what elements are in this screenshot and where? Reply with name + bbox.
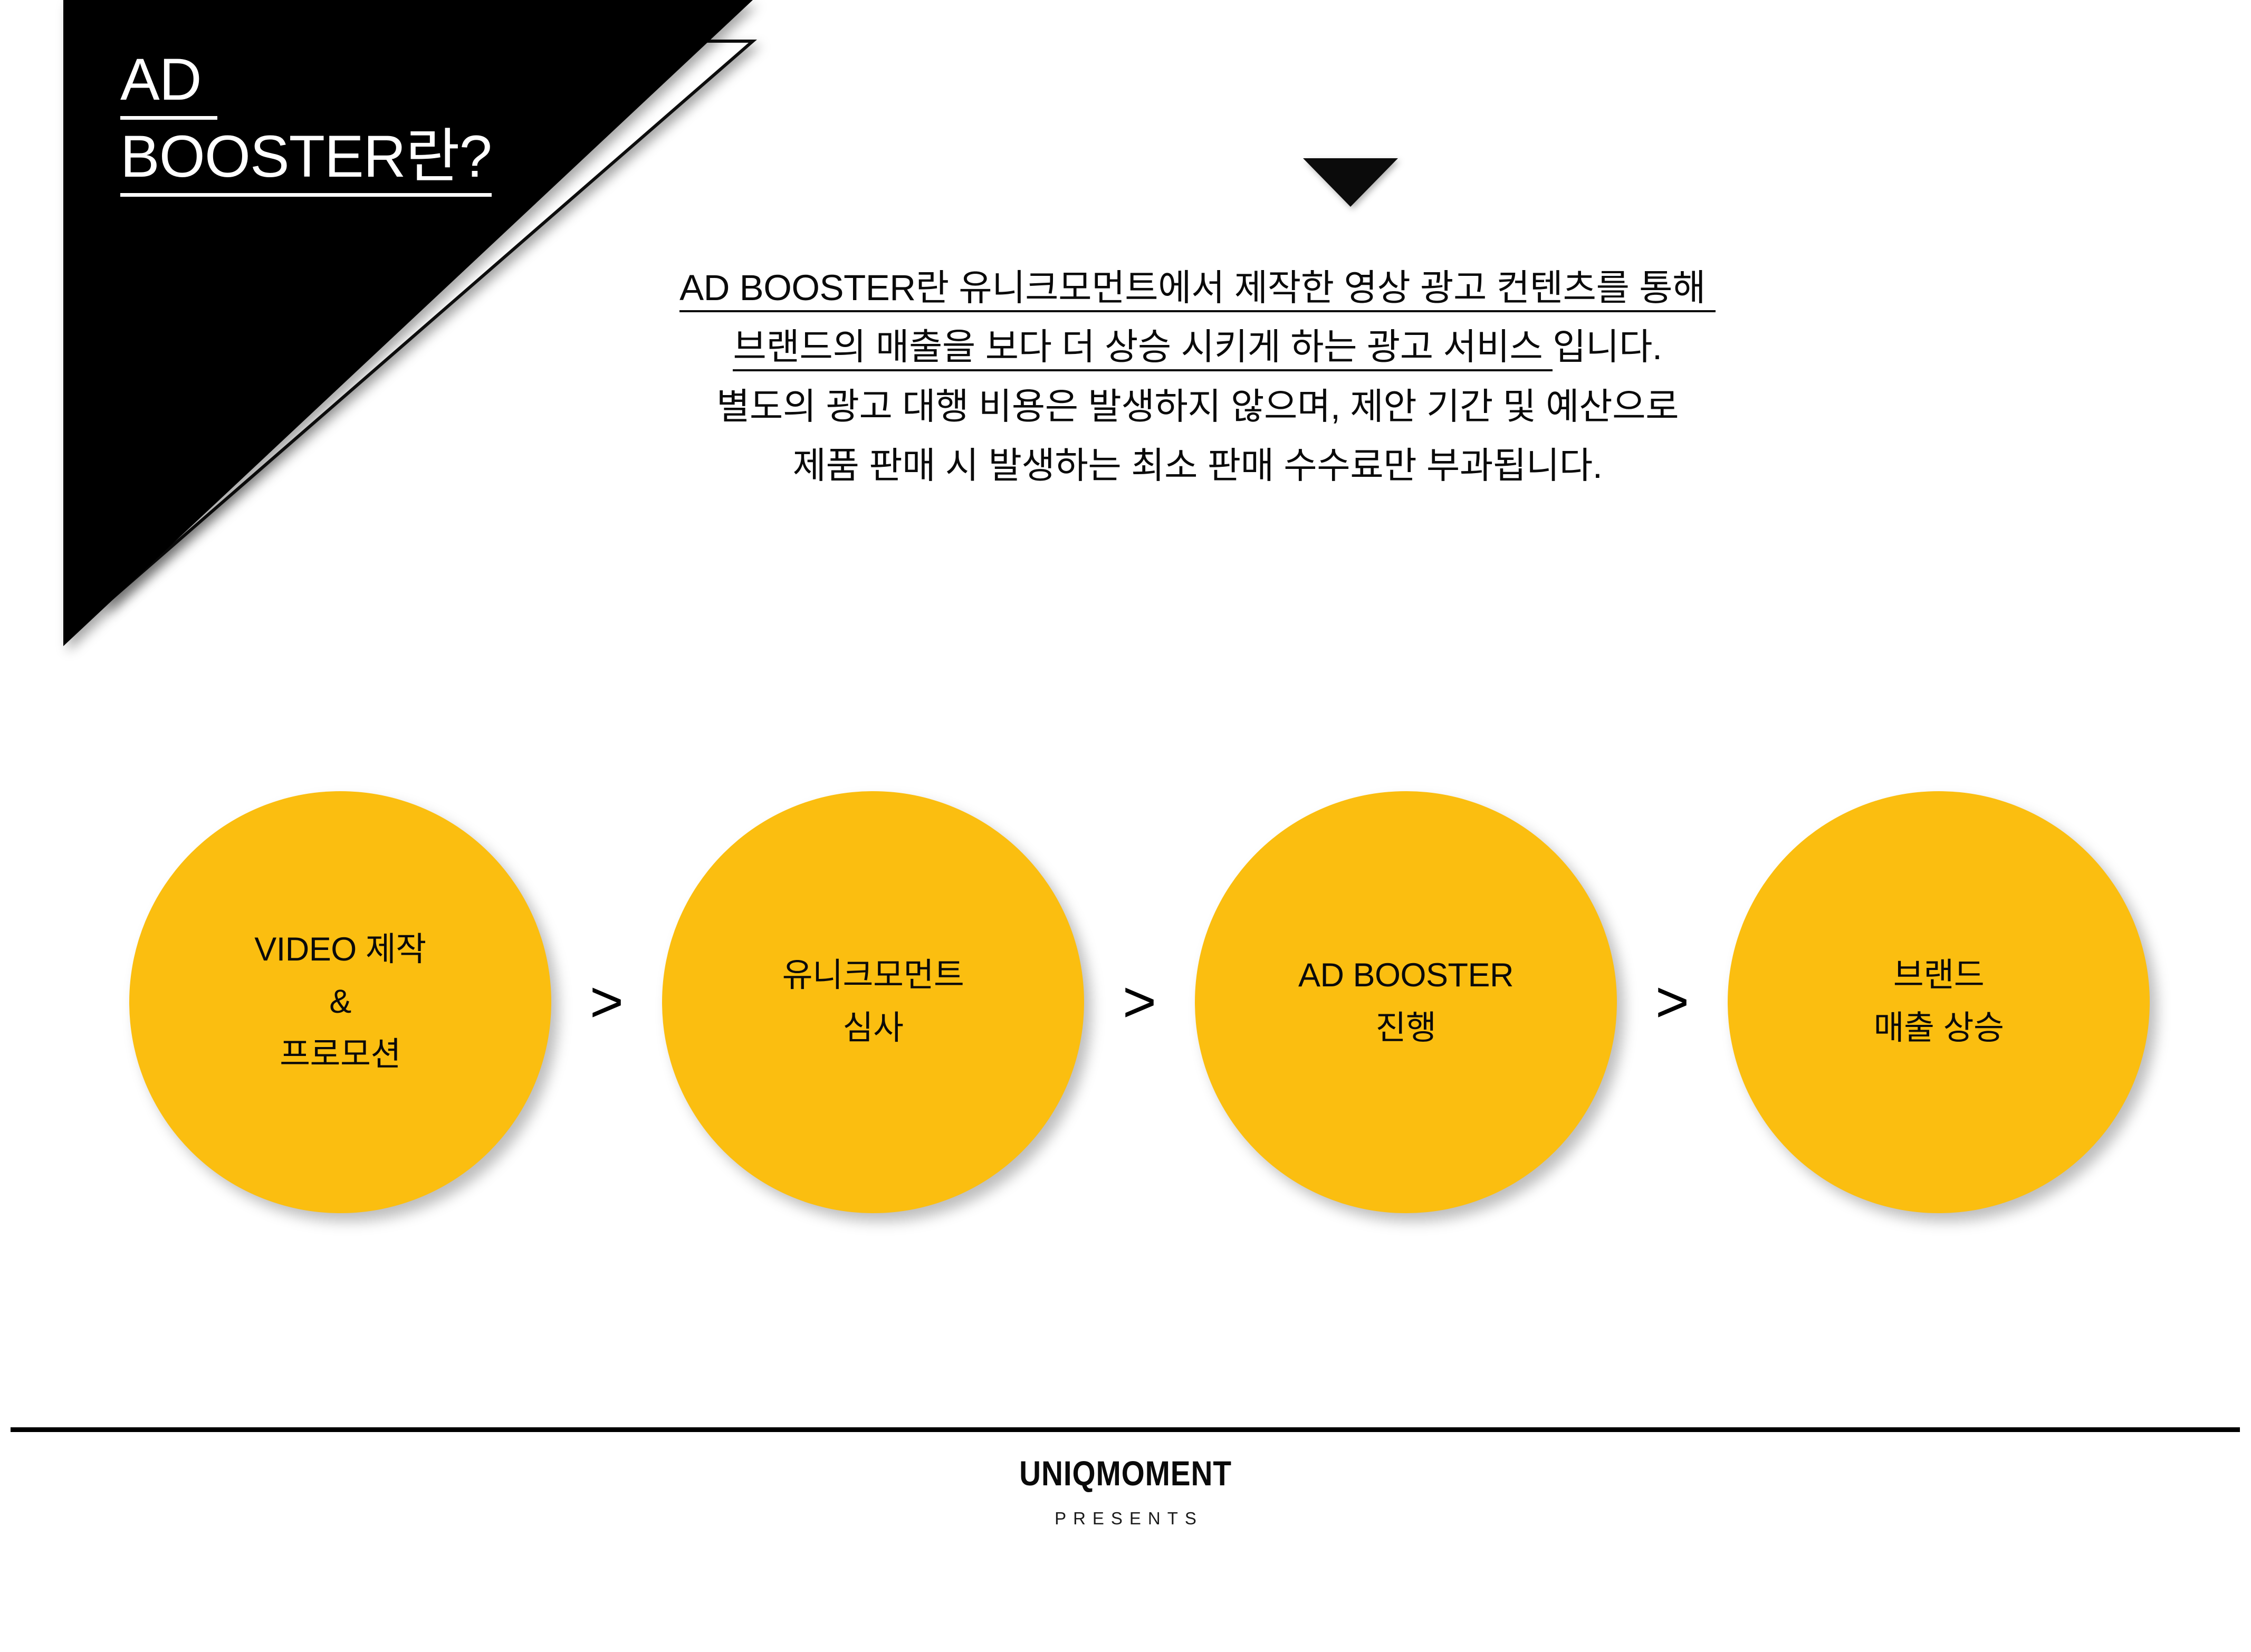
process-flow: VIDEO 제작 & 프로모션 > 유니크모먼트 심사 > AD BOOSTER…	[0, 791, 2251, 1245]
process-step-3-line-1: AD BOOSTER	[1298, 957, 1514, 994]
page-title: AD BOOSTER란?	[120, 41, 727, 197]
process-step-4-line-1: 브랜드	[1893, 957, 1985, 994]
footer: UNIQMOMENT PRESENTS	[0, 1456, 2251, 1527]
process-step-2[interactable]: 유니크모먼트 심사	[662, 791, 1084, 1213]
footer-divider	[11, 1427, 2240, 1432]
process-step-2-line-1: 유니크모먼트	[782, 957, 964, 994]
triangle-down-glyph	[1303, 158, 1398, 207]
process-step-1-line-2: &	[329, 983, 351, 1021]
process-step-3-line-2: 진행	[1375, 1010, 1436, 1046]
chevron-right-icon-3: >	[1655, 969, 1690, 1034]
process-step-1-line-1: VIDEO 제작	[254, 930, 426, 968]
process-step-1-line-3: 프로모션	[280, 1035, 401, 1073]
brand-name: UNIQMOMENT	[1019, 1454, 1232, 1493]
process-step-2-line-2: 심사	[842, 1010, 904, 1046]
process-step-4-line-2: 매출 상승	[1873, 1010, 2004, 1046]
lead-line-3: 별도의 광고 대행 비용은 발생하지 않으며, 제안 기간 및 예산으로	[716, 386, 1679, 427]
brand-tagline: PRESENTS	[1055, 1509, 1203, 1528]
lead-paragraph: AD BOOSTER란 유니크모먼트에서 제작한 영상 광고 컨텐츠를 통해 브…	[591, 258, 1804, 496]
lead-line-2-tail: 입니다.	[1552, 326, 1662, 368]
lead-line-4: 제품 판매 시 발생하는 최소 판매 수수료만 부과됩니다.	[792, 445, 1603, 486]
lead-line-2: 브랜드의 매출을 보다 더 상승 시키게 하는 광고 서비스 입니다.	[591, 318, 1804, 377]
chevron-right-icon-2: >	[1122, 969, 1157, 1034]
chevron-right-icon-1: >	[589, 969, 624, 1034]
process-step-3[interactable]: AD BOOSTER 진행	[1195, 791, 1617, 1213]
process-step-4[interactable]: 브랜드 매출 상승	[1728, 791, 2150, 1213]
page-title-line-2: BOOSTER란?	[120, 118, 727, 197]
page-title-line-1: AD	[120, 41, 727, 120]
lead-line-1: AD BOOSTER란 유니크모먼트에서 제작한 영상 광고 컨텐츠를 통해	[591, 258, 1804, 318]
process-step-1[interactable]: VIDEO 제작 & 프로모션	[129, 791, 551, 1213]
triangle-down-icon	[1303, 158, 1398, 208]
